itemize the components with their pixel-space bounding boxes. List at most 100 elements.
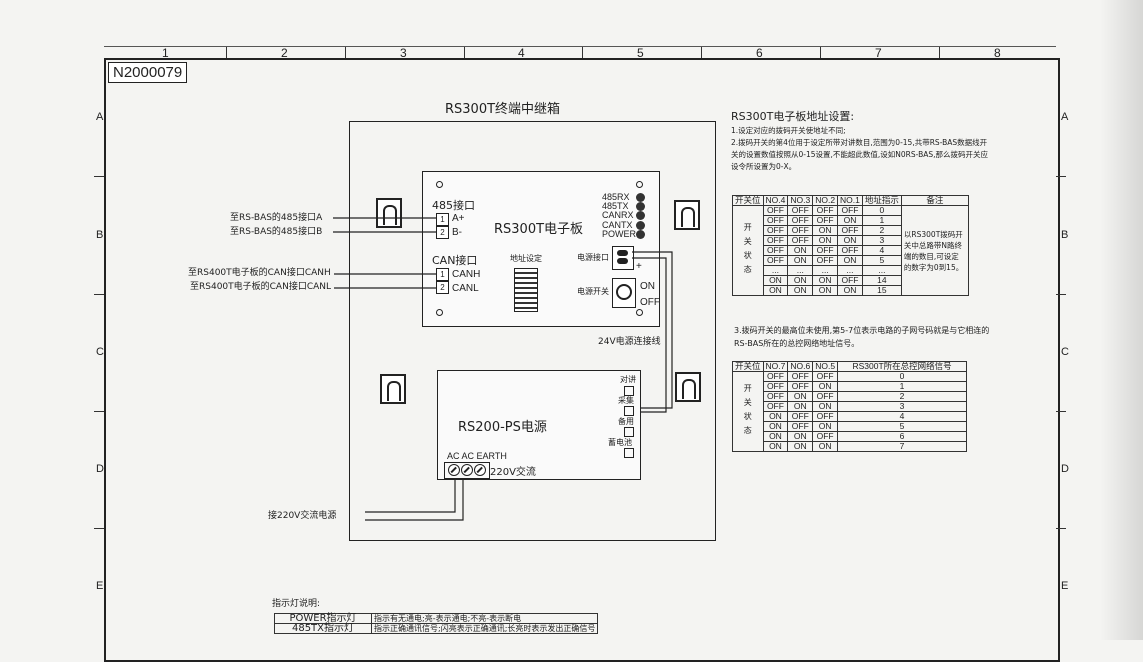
table-cell: ON — [812, 381, 839, 392]
row-label-left: A — [96, 111, 104, 123]
table-cell: OFF — [787, 235, 814, 246]
column-label: 7 — [875, 46, 882, 60]
board-mount-hole — [436, 309, 443, 316]
table-cell: ON — [762, 441, 789, 452]
table-cell: 6 — [837, 431, 968, 442]
table-cell: OFF — [762, 255, 789, 266]
indicator-cell: 指示正确通讯信号;闪亮表示正确通讯;长亮时表示发出正确信号 — [370, 623, 599, 634]
table-cell: 14 — [861, 275, 902, 286]
notes-line-5: 3.拨码开关的最高位未使用,第5-7位表示电路的子网号码就是与它相连的 — [734, 326, 990, 335]
table-cell: ON — [812, 225, 839, 236]
column-tick — [701, 47, 702, 58]
column-label: 5 — [637, 46, 644, 60]
row-tick — [1056, 294, 1066, 295]
led-icon — [636, 193, 645, 202]
label-485a: 至RS-BAS的485接口A — [230, 213, 323, 223]
table-cell: OFF — [837, 225, 863, 236]
row-label-right: B — [1061, 229, 1069, 241]
column-label: 3 — [400, 46, 407, 60]
terminal-icon — [461, 464, 473, 476]
switch-off: OFF — [640, 297, 660, 308]
cabinet-connector-icon — [380, 374, 406, 404]
table-cell: OFF — [837, 205, 863, 216]
table-cell: ON — [762, 275, 789, 286]
table-cell: 5 — [861, 255, 902, 266]
notes-line-6: RS-BAS所在的总控网络地址信号。 — [734, 339, 860, 348]
table-cell: OFF — [812, 411, 839, 422]
column-label: 1 — [162, 46, 169, 60]
cabinet-title: RS300T终端中继箱 — [445, 102, 561, 117]
column-label: 6 — [756, 46, 763, 60]
pin-can-h: CANH — [452, 269, 481, 280]
notes-line-4: 设令所设置为0-X。 — [731, 162, 797, 171]
table-cell: 1 — [837, 381, 968, 392]
table-cell: ON — [837, 255, 863, 266]
table-cell: 15 — [861, 285, 902, 296]
table-cell: 5 — [837, 421, 968, 432]
row-label-left: C — [96, 346, 104, 358]
column-label: 8 — [994, 46, 1001, 60]
table-cell: ON — [837, 215, 863, 226]
table-header: NO.1 — [837, 195, 863, 206]
drawing-id: N2000079 — [108, 62, 188, 83]
table-header: 开关位 — [732, 195, 764, 206]
table-cell: 0 — [837, 371, 968, 382]
row-label-left: B — [96, 229, 104, 241]
table-side-label: 开关状态 — [732, 371, 764, 452]
table-cell: ... — [812, 265, 839, 276]
led-label: POWER — [602, 228, 637, 239]
table-cell: ON — [812, 235, 839, 246]
table-cell: ON — [812, 441, 839, 452]
table-header: NO.7 — [762, 361, 789, 372]
psu-box — [437, 370, 641, 480]
outer-border-top — [104, 46, 1056, 47]
led-icon — [636, 202, 645, 212]
table-cell: OFF — [812, 215, 839, 226]
table-cell: ON — [762, 431, 789, 442]
psu-side-2: 采集 — [618, 396, 634, 405]
pin-485-a: A+ — [452, 213, 465, 224]
table-cell: OFF — [762, 215, 789, 226]
table-header: NO.2 — [812, 195, 839, 206]
cabinet-connector-icon — [675, 372, 701, 402]
column-tick — [939, 47, 940, 58]
row-label-right: C — [1061, 346, 1069, 358]
terminal-icon — [448, 464, 460, 476]
table-cell: ... — [787, 265, 814, 276]
table-cell: ON — [787, 255, 814, 266]
plus-sign: + — [636, 261, 642, 272]
table-side-label: 开关状态 — [732, 205, 764, 296]
pin-can-1: 1 — [436, 268, 449, 281]
column-label: 2 — [281, 46, 288, 60]
board-mount-hole — [636, 181, 643, 188]
port-can-label: CAN接口 — [432, 254, 478, 267]
table-cell: OFF — [787, 371, 814, 382]
pin-can-l: CANL — [452, 283, 479, 294]
table-header: NO.5 — [812, 361, 839, 372]
led-icon — [636, 229, 645, 239]
row-tick — [94, 411, 104, 412]
table-cell: OFF — [837, 245, 863, 256]
psu-plug-icon — [624, 406, 634, 416]
table-cell: OFF — [787, 381, 814, 392]
label-485b: 至RS-BAS的485接口B — [230, 227, 323, 237]
table-cell: 2 — [861, 225, 902, 236]
table-cell: ON — [787, 441, 814, 452]
table-cell: 7 — [837, 441, 968, 452]
psu-plug-icon — [624, 386, 634, 396]
psu-terminals-label: AC AC EARTH — [447, 451, 507, 461]
table-cell: ON — [787, 391, 814, 402]
power-switch-icon — [612, 278, 636, 308]
indicator-title: 指示灯说明: — [272, 599, 321, 609]
table-cell: 1 — [861, 215, 902, 226]
row-tick — [94, 528, 104, 529]
power-switch-label: 电源开关 — [577, 287, 609, 296]
row-label-left: E — [96, 580, 104, 592]
table-cell: ... — [861, 265, 902, 276]
notes-title: RS300T电子板地址设置: — [731, 110, 855, 123]
wiring — [333, 217, 673, 521]
table-cell: ON — [812, 275, 839, 286]
address-set-label: 地址设定 — [510, 254, 542, 263]
table-cell: ON — [837, 285, 863, 296]
